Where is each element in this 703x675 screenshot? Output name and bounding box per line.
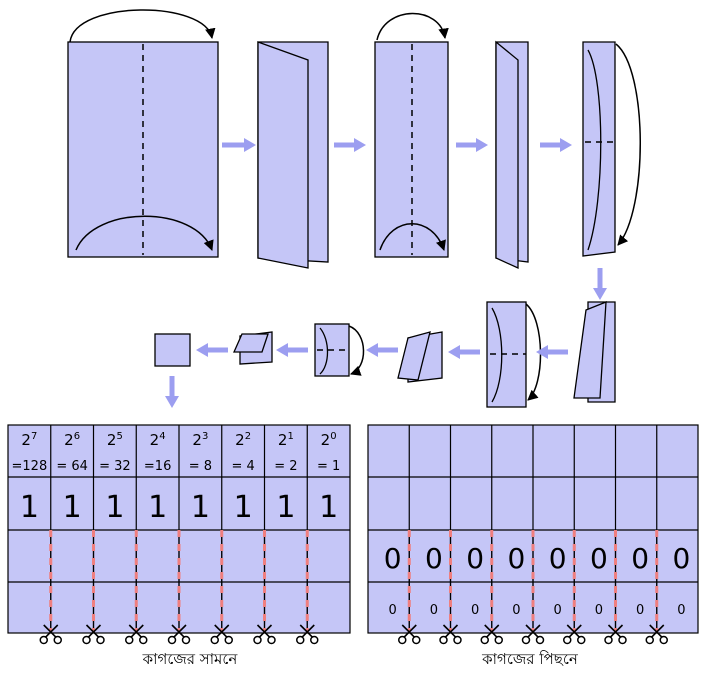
power-label: 20 — [321, 431, 337, 449]
scissors-icon — [645, 624, 668, 645]
step-1-paper — [67, 9, 219, 258]
scissors-icon — [480, 624, 503, 645]
scissors-icon — [439, 624, 462, 645]
step-5-paper — [582, 41, 641, 257]
front-digit: 1 — [105, 490, 124, 525]
scissors-icon — [398, 624, 421, 645]
power-value: =128 — [12, 459, 48, 474]
power-label: 23 — [192, 431, 208, 449]
step-10-paper — [232, 331, 273, 365]
back-digit-large: 0 — [466, 542, 484, 575]
scissors-icon — [82, 624, 105, 645]
scissors-icon — [521, 624, 545, 645]
front-digit: 1 — [20, 490, 39, 525]
flow-arrow-icon — [366, 343, 398, 357]
back-digit-small: 0 — [677, 603, 685, 618]
back-digit-small: 0 — [388, 603, 396, 618]
flow-arrow-icon — [448, 345, 480, 359]
power-value: = 1 — [317, 459, 340, 474]
scissors-icon — [253, 624, 276, 645]
power-label: 26 — [64, 431, 80, 449]
front-digit: 1 — [234, 490, 253, 525]
flow-arrow-icon — [540, 138, 572, 152]
flow-arrow-icon — [456, 138, 488, 152]
back-digit-small: 0 — [636, 603, 644, 618]
power-label: 27 — [21, 431, 37, 449]
power-label: 25 — [107, 431, 123, 449]
power-label: 21 — [278, 431, 294, 449]
front-digit: 1 — [63, 490, 82, 525]
back-digit-large: 0 — [384, 542, 402, 575]
step-8-paper — [397, 331, 443, 383]
scissors-icon — [39, 624, 62, 645]
back-digit-large: 0 — [507, 542, 525, 575]
scissors-icon — [296, 624, 319, 645]
flow-arrow-icon — [222, 138, 256, 152]
back-digit-large: 0 — [590, 542, 608, 575]
power-label: 22 — [235, 431, 251, 449]
flow-arrow-icon — [536, 345, 568, 359]
step-3-paper — [374, 12, 449, 258]
front-grid: 27 =128 26 = 64 25 = 32 24 =16 23 = 8 22 = 4 21 = 2 20… — [7, 424, 351, 645]
back-digit-large: 0 — [672, 542, 690, 575]
scissors-icon — [563, 624, 586, 645]
flow-arrow-icon — [165, 376, 179, 408]
power-value: = 2 — [274, 459, 297, 474]
front-digit: 1 — [148, 490, 167, 525]
back-digit-small: 0 — [512, 603, 520, 618]
scissors-icon — [210, 624, 233, 645]
caption-back: কাগজের পিছনে — [482, 650, 578, 668]
back-digit-large: 0 — [425, 542, 443, 575]
step-2-paper — [257, 41, 329, 269]
step-7-paper — [486, 301, 542, 408]
front-digit: 1 — [276, 490, 295, 525]
power-value: =16 — [144, 459, 171, 474]
power-value: = 64 — [56, 459, 88, 474]
scissors-icon — [125, 624, 148, 645]
flow-arrow-icon — [334, 138, 366, 152]
front-digit: 1 — [191, 490, 210, 525]
back-digit-large: 0 — [631, 542, 649, 575]
step-4-paper — [495, 40, 529, 270]
power-value: = 8 — [189, 459, 212, 474]
power-value: = 4 — [231, 459, 254, 474]
flow-arrow-icon — [196, 343, 228, 357]
step-9-paper — [314, 323, 365, 377]
flow-arrow-icon — [593, 268, 607, 300]
power-value: = 32 — [99, 459, 131, 474]
flow-arrow-icon — [276, 343, 308, 357]
scissors-icon — [167, 624, 191, 645]
back-digit-small: 0 — [595, 603, 603, 618]
back-digit-small: 0 — [471, 603, 479, 618]
power-label: 24 — [150, 431, 166, 449]
back-digit-large: 0 — [549, 542, 567, 575]
back-digit-small: 0 — [430, 603, 438, 618]
caption-front: কাগজের সামনে — [142, 650, 238, 668]
back-digit-small: 0 — [553, 603, 561, 618]
front-digit: 1 — [319, 490, 338, 525]
scissors-icon — [604, 624, 627, 645]
step-11-paper — [154, 333, 191, 367]
step-6-paper — [573, 301, 616, 403]
